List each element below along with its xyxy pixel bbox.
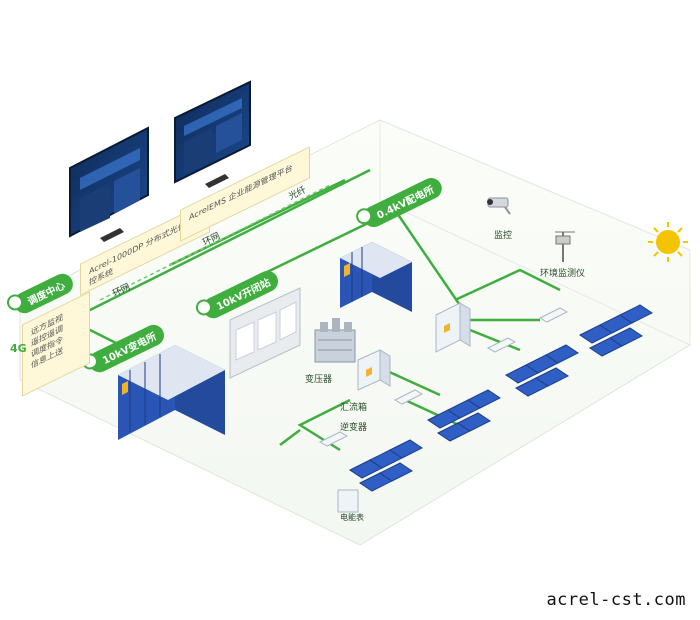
meter-label: 电能表 [340,513,364,522]
sun-icon [648,222,688,262]
site-watermark: acrel-cst.com [546,590,686,610]
monitor-screen-left [69,126,149,242]
transformer-label: 变压器 [305,375,333,385]
monitor-screen-right [174,80,251,188]
weather-label: 环境监测仪 [540,269,586,279]
inverter-units [318,307,569,447]
camera-label: 监控 [494,231,513,241]
weather-station-icon [555,231,575,262]
cabinet-10kv [118,345,225,440]
combiner-label: 汇流箱 [340,403,368,413]
switchgear-panel [229,287,301,379]
camera-icon [487,197,511,215]
combiner-box [357,349,391,391]
cabinet-04kv [340,242,412,312]
pv-field-area [379,119,691,346]
combiner-box-2 [435,302,471,353]
inverter-label: 逆变器 [340,423,368,433]
transformer-unit [314,318,356,363]
solar-arrays [349,304,653,492]
signal-4g-label: 4G [10,342,27,355]
meter-cabinet [337,489,359,513]
